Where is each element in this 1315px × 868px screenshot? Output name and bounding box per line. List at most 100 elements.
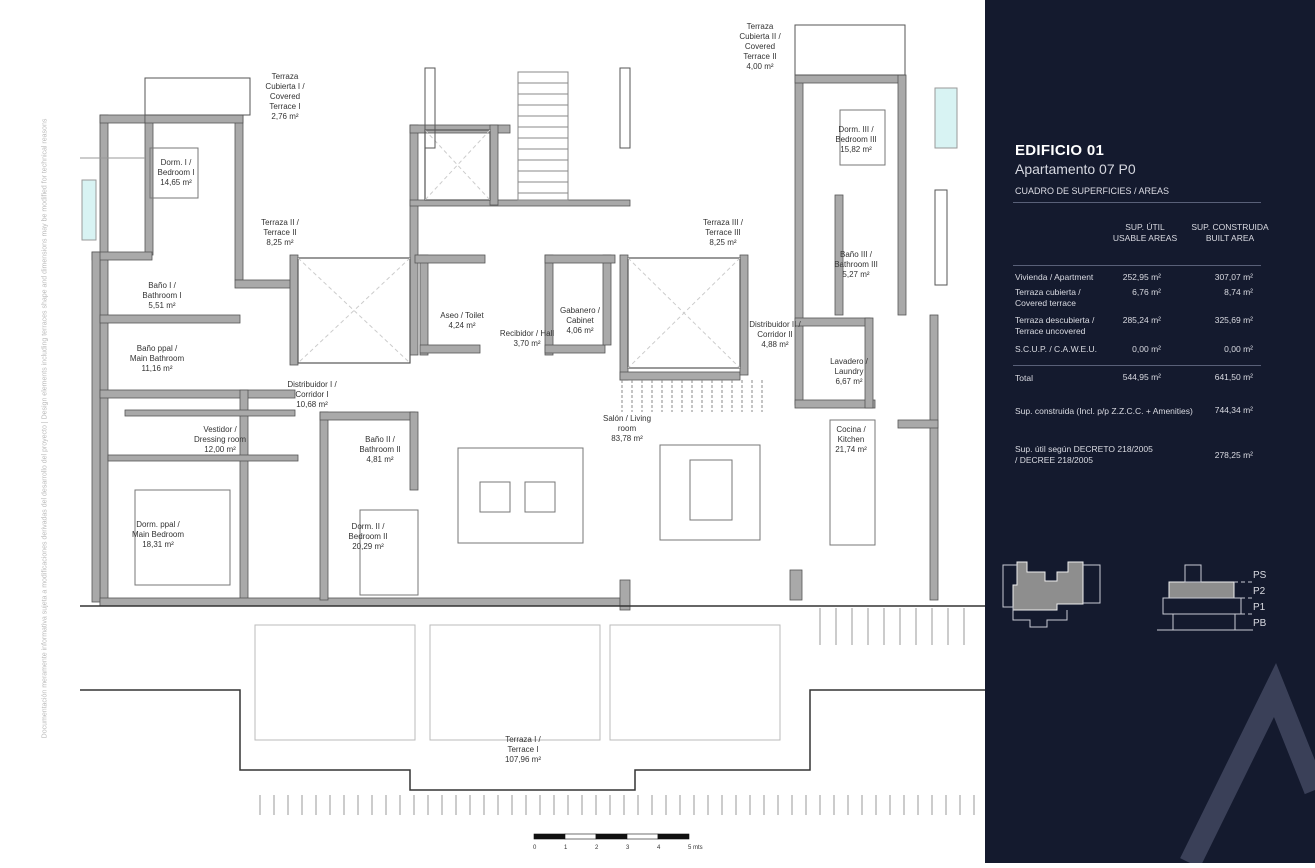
area-row-built: 0,00 m² — [1224, 344, 1253, 354]
scale-tick-label: 4 — [657, 845, 661, 851]
pergola — [254, 624, 416, 741]
wall — [99, 389, 296, 399]
room-label-bano-ppal: Baño ppal / Main Bathroom 11,16 m² — [129, 344, 185, 373]
void-cross — [297, 257, 411, 364]
area-row-label: S.C.U.P. / C.A.W.E.U. — [1015, 344, 1098, 354]
void-cross — [424, 129, 491, 201]
wall — [789, 569, 803, 601]
furniture — [149, 147, 199, 199]
furniture — [829, 419, 876, 546]
level-label: PS — [1253, 570, 1267, 581]
wall — [864, 317, 874, 409]
room-label-dorm-iii: Dorm. III / Bedroom III 15,82 m² — [835, 125, 877, 154]
scale-segment — [626, 833, 659, 840]
room-label-recibidor: Recibidor / Hall 3,70 m² — [499, 329, 555, 348]
room-label-gabanero: Gabanero / Cabinet 4,06 m² — [559, 306, 601, 335]
floor-highlight — [1012, 561, 1084, 611]
area-row-usable: 285,24 m² — [1122, 315, 1161, 325]
area-row-label: Vivienda / Apartment — [1015, 272, 1094, 282]
wall — [414, 254, 486, 264]
room-label-distribuidor-ii: Distribuidor II / Corridor II 4,88 m² — [749, 320, 801, 349]
building-outline — [1083, 564, 1101, 604]
room-label-dorm-i: Dorm. I / Bedroom I 14,65 m² — [157, 158, 195, 187]
built-incl-label: Sup. construida (Incl. p/p Z.Z.C.C. + Am… — [1015, 406, 1193, 416]
wall — [834, 194, 844, 316]
info-panel: EDIFICIO 01 Apartamento 07 P0 CUADRO DE … — [985, 0, 1315, 863]
window-slot — [934, 189, 948, 286]
scale-segment — [657, 833, 690, 840]
pool — [81, 179, 97, 241]
wall — [124, 409, 296, 417]
room-label-bano-ii: Baño II / Bathroom II 4,81 m² — [359, 435, 401, 464]
level-label: P2 — [1253, 586, 1266, 597]
scale-segment — [564, 833, 597, 840]
room-label-cocina: Cocina / Kitchen 21,74 m² — [835, 425, 867, 454]
level-label: PB — [1253, 618, 1267, 629]
room-label-lavadero: Lavadero / Laundry 6,67 m² — [830, 357, 868, 386]
divider — [1013, 365, 1261, 366]
furniture — [457, 447, 584, 544]
furniture — [359, 509, 419, 596]
room-label-aseo: Aseo / Toilet 4,24 m² — [440, 311, 484, 330]
areas-heading: CUADRO DE SUPERFICIES / AREAS — [1015, 186, 1170, 196]
room-label-bano-i: Baño I / Bathroom I 5,51 m² — [142, 281, 182, 310]
room-label-salon: Salón / Living room 83,78 m² — [602, 414, 652, 443]
apartment-title: Apartamento 07 P0 — [1015, 161, 1136, 177]
window-slot — [619, 67, 631, 149]
wall — [794, 399, 876, 409]
wall — [107, 454, 299, 462]
void-cross — [627, 257, 741, 369]
area-row-label: Terraza cubierta / Covered terrace — [1015, 287, 1081, 308]
room-label-distribuidor-i: Distribuidor I / Corridor I 10,68 m² — [287, 380, 337, 409]
furniture — [524, 481, 556, 513]
covered-terrace-outline — [794, 24, 906, 76]
wall — [619, 371, 741, 381]
scale-tick-label: 3 — [626, 845, 630, 851]
room-label-terraza-i: Terraza I / Terrace I 107,96 m² — [504, 735, 542, 764]
level-label: P1 — [1253, 602, 1266, 613]
divider — [1013, 202, 1261, 203]
void-outline — [297, 257, 411, 364]
furniture — [689, 459, 733, 521]
area-row-built: 325,69 m² — [1214, 315, 1253, 325]
room-label-dorm-ppal: Dorm. ppal / Main Bedroom 18,31 m² — [131, 520, 185, 549]
section-highlight-p2 — [1168, 581, 1235, 599]
wall — [897, 419, 939, 429]
wall — [929, 314, 939, 601]
scale-segment — [595, 833, 628, 840]
room-label-dorm-ii: Dorm. II / Bedroom II 20,29 m² — [348, 522, 388, 551]
scale-tick-label: 2 — [595, 845, 599, 851]
brand-logo-stroke — [1180, 662, 1315, 863]
room-label-vestidor: Vestidor / Dressing room 12,00 m² — [193, 425, 247, 454]
void-cross — [297, 257, 411, 364]
room-label-terraza-ii: Terraza II / Terrace II 8,25 m² — [261, 218, 299, 247]
area-row-built: 307,07 m² — [1214, 272, 1253, 282]
wall — [544, 344, 606, 354]
location-diagrams — [1002, 561, 1315, 863]
decree-value: 278,25 m² — [1214, 450, 1253, 460]
floor-plan: Terraza Cubierta I / Covered Terrace I 2… — [42, 22, 985, 851]
wall — [99, 314, 241, 324]
room-label-terraza-iii: Terraza III / Terrace III 8,25 m² — [702, 218, 744, 247]
area-row-usable: 0,00 m² — [1132, 344, 1161, 354]
section-p1 — [1162, 597, 1242, 615]
furniture — [659, 444, 761, 541]
terrace-edge — [80, 689, 985, 791]
void-outline — [627, 257, 741, 369]
total-label: Total — [1015, 373, 1033, 383]
window-slot — [424, 67, 436, 149]
wall — [409, 411, 419, 491]
wall — [619, 579, 631, 611]
floor-plan-drawing — [80, 24, 985, 815]
room-label-terraza-cubierta-i: Terraza Cubierta I / Covered Terrace I 2… — [265, 72, 305, 121]
total-built: 641,50 m² — [1214, 372, 1253, 382]
area-row-usable: 6,76 m² — [1132, 287, 1161, 297]
scale-segment — [533, 833, 566, 840]
room-label-terraza-cubierta-ii: Terraza Cubierta II / Covered Terrace II… — [739, 22, 781, 71]
area-row-label: Terraza descubierta / Terrace uncovered — [1015, 315, 1095, 336]
built-column-header: SUP. CONSTRUIDA BUILT AREA — [1191, 222, 1269, 243]
section-pb — [1172, 613, 1236, 630]
section-ps — [1184, 564, 1202, 583]
furniture — [479, 481, 511, 513]
pool — [934, 87, 958, 149]
